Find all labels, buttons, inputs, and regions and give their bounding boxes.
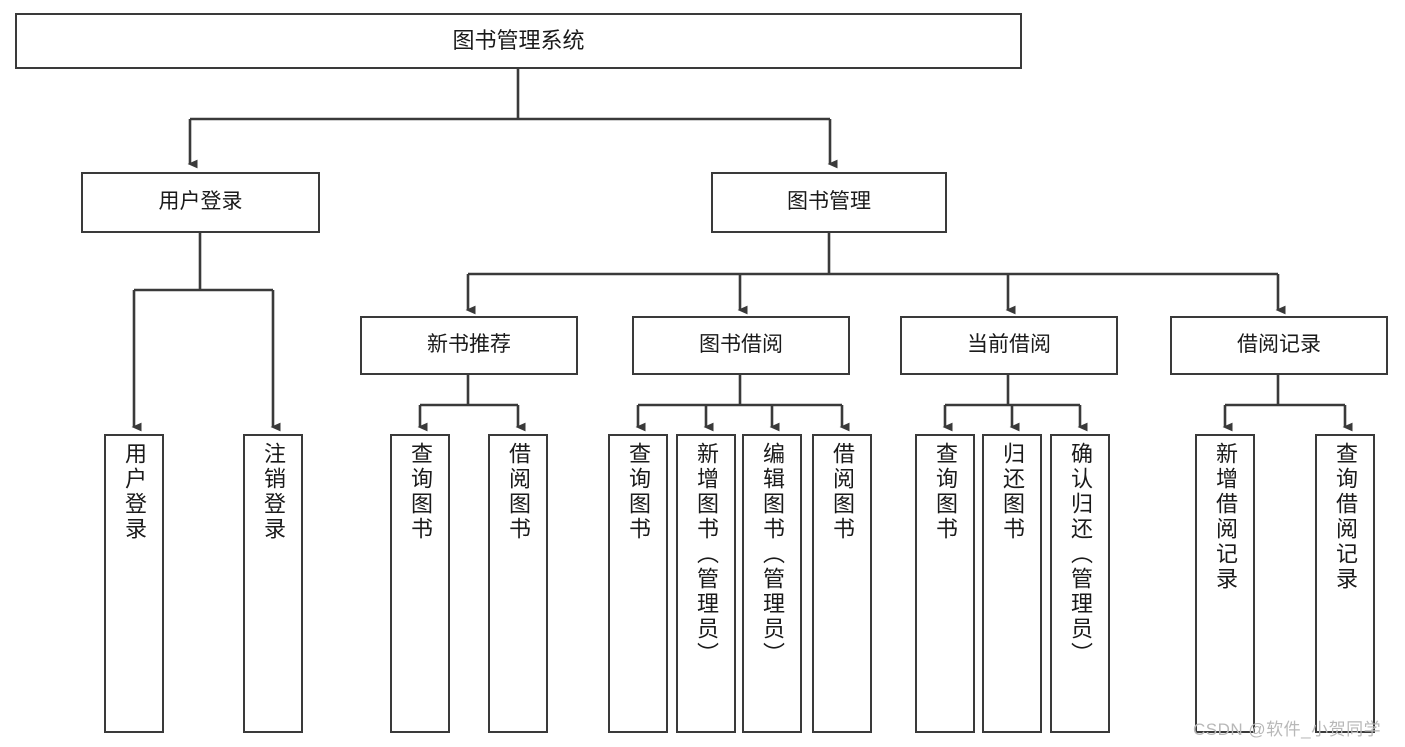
node-leaf-logout-label: 注销登录 (261, 442, 286, 542)
node-current-borrow[interactable]: 当前借阅 (900, 316, 1118, 375)
node-leaf-confirm-return-label: 确认归还（管理员） (1068, 442, 1093, 667)
node-leaf-user-login[interactable]: 用户登录 (104, 434, 164, 733)
node-leaf-query-book-3[interactable]: 查询图书 (915, 434, 975, 733)
node-leaf-query-book-2-label: 查询图书 (626, 442, 651, 542)
csdn-watermark: CSDN @软件_小贺同学 (1193, 720, 1382, 739)
node-leaf-return-book[interactable]: 归还图书 (982, 434, 1042, 733)
node-root-label: 图书管理系统 (452, 28, 585, 54)
node-leaf-confirm-return[interactable]: 确认归还（管理员） (1050, 434, 1110, 733)
node-leaf-query-record-label: 查询借阅记录 (1333, 442, 1358, 592)
node-leaf-query-book-3-label: 查询图书 (933, 442, 958, 542)
node-leaf-return-book-label: 归还图书 (1000, 442, 1025, 542)
node-leaf-query-record[interactable]: 查询借阅记录 (1315, 434, 1375, 733)
node-leaf-query-book-2[interactable]: 查询图书 (608, 434, 668, 733)
node-leaf-add-record[interactable]: 新增借阅记录 (1195, 434, 1255, 733)
node-root[interactable]: 图书管理系统 (15, 13, 1022, 69)
node-current-borrow-label: 当前借阅 (967, 333, 1051, 357)
node-leaf-add-book[interactable]: 新增图书（管理员） (676, 434, 736, 733)
node-leaf-edit-book-label: 编辑图书（管理员） (760, 442, 785, 667)
node-borrow-record[interactable]: 借阅记录 (1170, 316, 1388, 375)
node-leaf-borrow-book-2[interactable]: 借阅图书 (812, 434, 872, 733)
node-leaf-add-book-label: 新增图书（管理员） (694, 442, 719, 667)
node-leaf-edit-book[interactable]: 编辑图书（管理员） (742, 434, 802, 733)
node-borrow-record-label: 借阅记录 (1237, 333, 1321, 357)
node-leaf-query-book-1[interactable]: 查询图书 (390, 434, 450, 733)
node-book-borrow-label: 图书借阅 (699, 333, 783, 357)
node-book-mgmt[interactable]: 图书管理 (711, 172, 947, 233)
node-leaf-user-login-label: 用户登录 (122, 442, 147, 542)
node-new-book-rec[interactable]: 新书推荐 (360, 316, 578, 375)
node-user-login-label: 用户登录 (158, 190, 243, 214)
node-user-login[interactable]: 用户登录 (81, 172, 320, 233)
node-leaf-add-record-label: 新增借阅记录 (1213, 442, 1238, 592)
node-book-mgmt-label: 图书管理 (787, 190, 871, 214)
node-leaf-borrow-book-1-label: 借阅图书 (506, 442, 531, 542)
node-leaf-query-book-1-label: 查询图书 (408, 442, 433, 542)
node-leaf-borrow-book-1[interactable]: 借阅图书 (488, 434, 548, 733)
node-new-book-rec-label: 新书推荐 (427, 333, 511, 357)
node-leaf-borrow-book-2-label: 借阅图书 (830, 442, 855, 542)
node-book-borrow[interactable]: 图书借阅 (632, 316, 850, 375)
node-leaf-logout[interactable]: 注销登录 (243, 434, 303, 733)
